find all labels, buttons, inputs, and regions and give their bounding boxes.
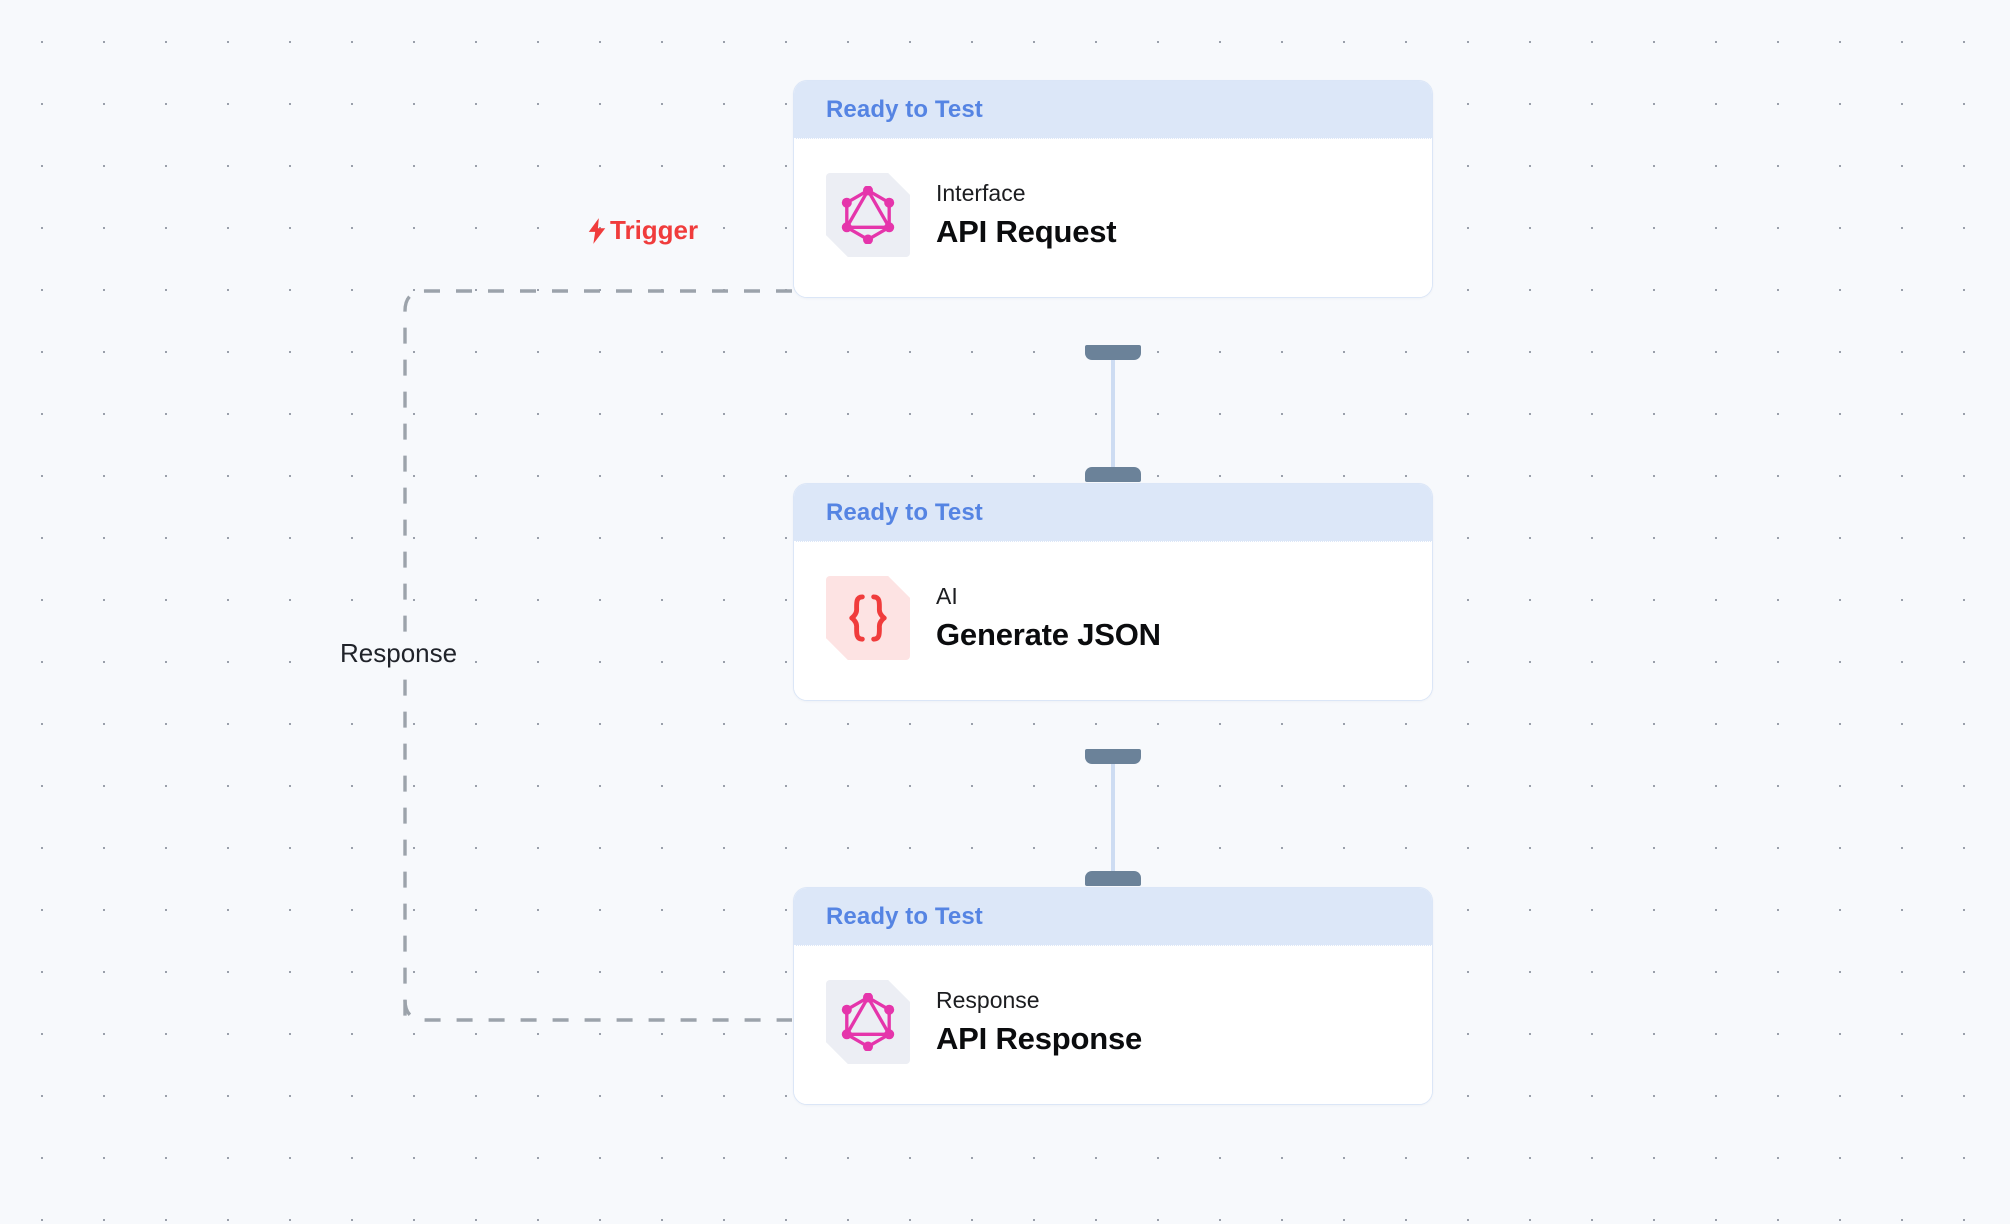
node-handle-target-generate-json[interactable]: [1085, 467, 1141, 482]
node-text-api-response: Response API Response: [936, 987, 1142, 1057]
curly-braces-glyph: [849, 594, 887, 642]
edge-label-response: Response: [330, 636, 468, 671]
edge-label-response-text: Response: [340, 638, 458, 668]
node-title-label: Generate JSON: [936, 617, 1161, 653]
node-card-api-request[interactable]: Ready to Test: [793, 80, 1433, 298]
edge-label-trigger-text: Trigger: [610, 215, 699, 245]
node-text-generate-json: AI Generate JSON: [936, 583, 1161, 653]
node-card-generate-json[interactable]: Ready to Test AI Generate JSON: [793, 483, 1433, 701]
graphql-icon: [826, 980, 910, 1064]
node-status-badge: Ready to Test: [826, 95, 983, 123]
graphql-glyph: [841, 186, 895, 244]
graphql-icon: [826, 173, 910, 257]
node-body-generate-json: AI Generate JSON: [794, 542, 1432, 700]
curly-braces-icon: [826, 576, 910, 660]
node-title-label: API Request: [936, 214, 1117, 250]
node-header-api-response: Ready to Test: [794, 888, 1432, 946]
node-kind-label: AI: [936, 582, 958, 609]
node-card-api-response[interactable]: Ready to Test: [793, 887, 1433, 1105]
node-header-generate-json: Ready to Test: [794, 484, 1432, 542]
node-header-api-request: Ready to Test: [794, 81, 1432, 139]
graphql-glyph: [841, 993, 895, 1051]
node-text-api-request: Interface API Request: [936, 179, 1117, 250]
edge-label-trigger: Trigger: [586, 215, 698, 246]
node-body-api-response: Response API Response: [794, 946, 1432, 1104]
node-handle-source-generate-json[interactable]: [1085, 749, 1141, 764]
node-kind-label: Response: [936, 986, 1040, 1013]
node-title-label: API Response: [936, 1021, 1143, 1057]
node-status-badge: Ready to Test: [826, 498, 983, 526]
node-status-badge: Ready to Test: [826, 902, 983, 930]
node-handle-target-api-response[interactable]: [1085, 871, 1141, 886]
node-body-api-request: Interface API Request: [794, 139, 1432, 297]
node-kind-label: Interface: [936, 179, 1026, 206]
edge-response-dashed: [403, 999, 792, 1022]
lightning-bolt-icon: [588, 217, 606, 244]
node-handle-source-api-request[interactable]: [1085, 345, 1141, 360]
